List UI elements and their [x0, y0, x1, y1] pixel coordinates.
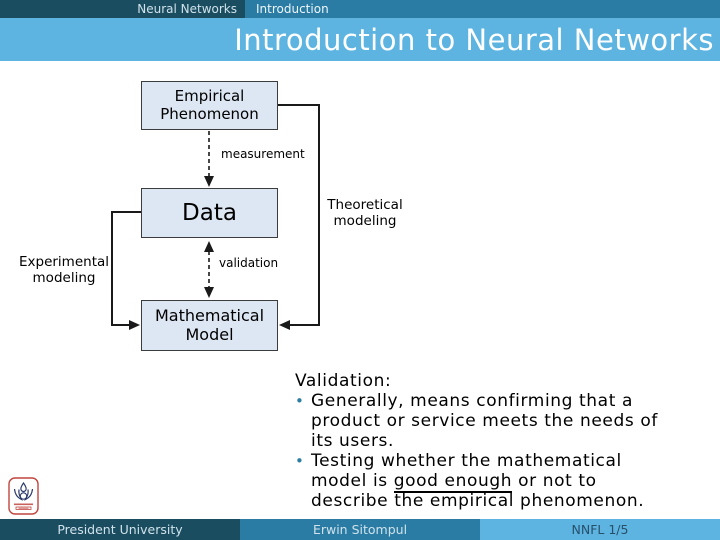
breadcrumb-chapter: Introduction	[245, 0, 720, 18]
footer-slide-number: NNFL 1/5	[480, 519, 720, 540]
label-validation: validation	[219, 256, 279, 270]
box-empirical-phenomenon: Empirical Phenomenon	[141, 81, 278, 130]
breadcrumb-course-label: Neural Networks	[137, 2, 237, 16]
breadcrumb: Neural Networks Introduction	[0, 0, 720, 18]
bullet-1-line-3: its users.	[311, 431, 394, 451]
footer-university: President University	[0, 519, 240, 540]
label-measurement: measurement	[221, 147, 305, 161]
breadcrumb-course: Neural Networks	[0, 0, 245, 18]
box-mathematical-model: Mathematical Model	[141, 300, 278, 351]
bullet-item-2: • Testing whether the mathematical model…	[295, 451, 720, 511]
bullet-2-line-2-post: or not to	[512, 471, 597, 491]
diagram-connectors	[111, 104, 320, 330]
box-data: Data	[141, 188, 278, 238]
bullet-icon: •	[295, 392, 305, 410]
bullet-icon: •	[295, 452, 305, 470]
footer: President University Erwin Sitompul NNFL…	[0, 519, 720, 540]
bullet-item-1-text: Generally, means confirming that a produ…	[311, 391, 658, 451]
bullet-item-1: • Generally, means confirming that a pro…	[295, 391, 720, 451]
label-theoretical-modeling: Theoretical modeling	[327, 197, 403, 229]
bullet-item-2-text: Testing whether the mathematical model i…	[311, 451, 644, 511]
bullet-2-line-2: model is good enough or not to	[311, 471, 644, 493]
title-band: Introduction to Neural Networks	[0, 18, 720, 61]
footer-author: Erwin Sitompul	[240, 519, 480, 540]
president-university-logo-icon	[8, 477, 39, 515]
bullet-2-line-1: Testing whether the mathematical	[311, 451, 622, 471]
bullet-1-line-2: product or service meets the needs of	[311, 411, 658, 431]
bullet-2-line-2-pre: model is	[311, 471, 394, 491]
breadcrumb-chapter-label: Introduction	[256, 2, 329, 16]
page-title: Introduction to Neural Networks	[234, 22, 714, 57]
modeling-flow-diagram: Empirical Phenomenon Data Mathematical M…	[0, 65, 430, 365]
bullet-2-line-3: describe the empirical phenomenon.	[311, 491, 645, 511]
underlined-phrase: good enough	[393, 471, 513, 493]
text-heading: Validation:	[295, 371, 392, 391]
label-experimental-modeling: Experimental modeling	[18, 254, 110, 286]
validation-text-block: Validation: • Generally, means confirmin…	[295, 371, 720, 511]
bullet-1-line-1: Generally, means confirming that a	[311, 391, 633, 411]
